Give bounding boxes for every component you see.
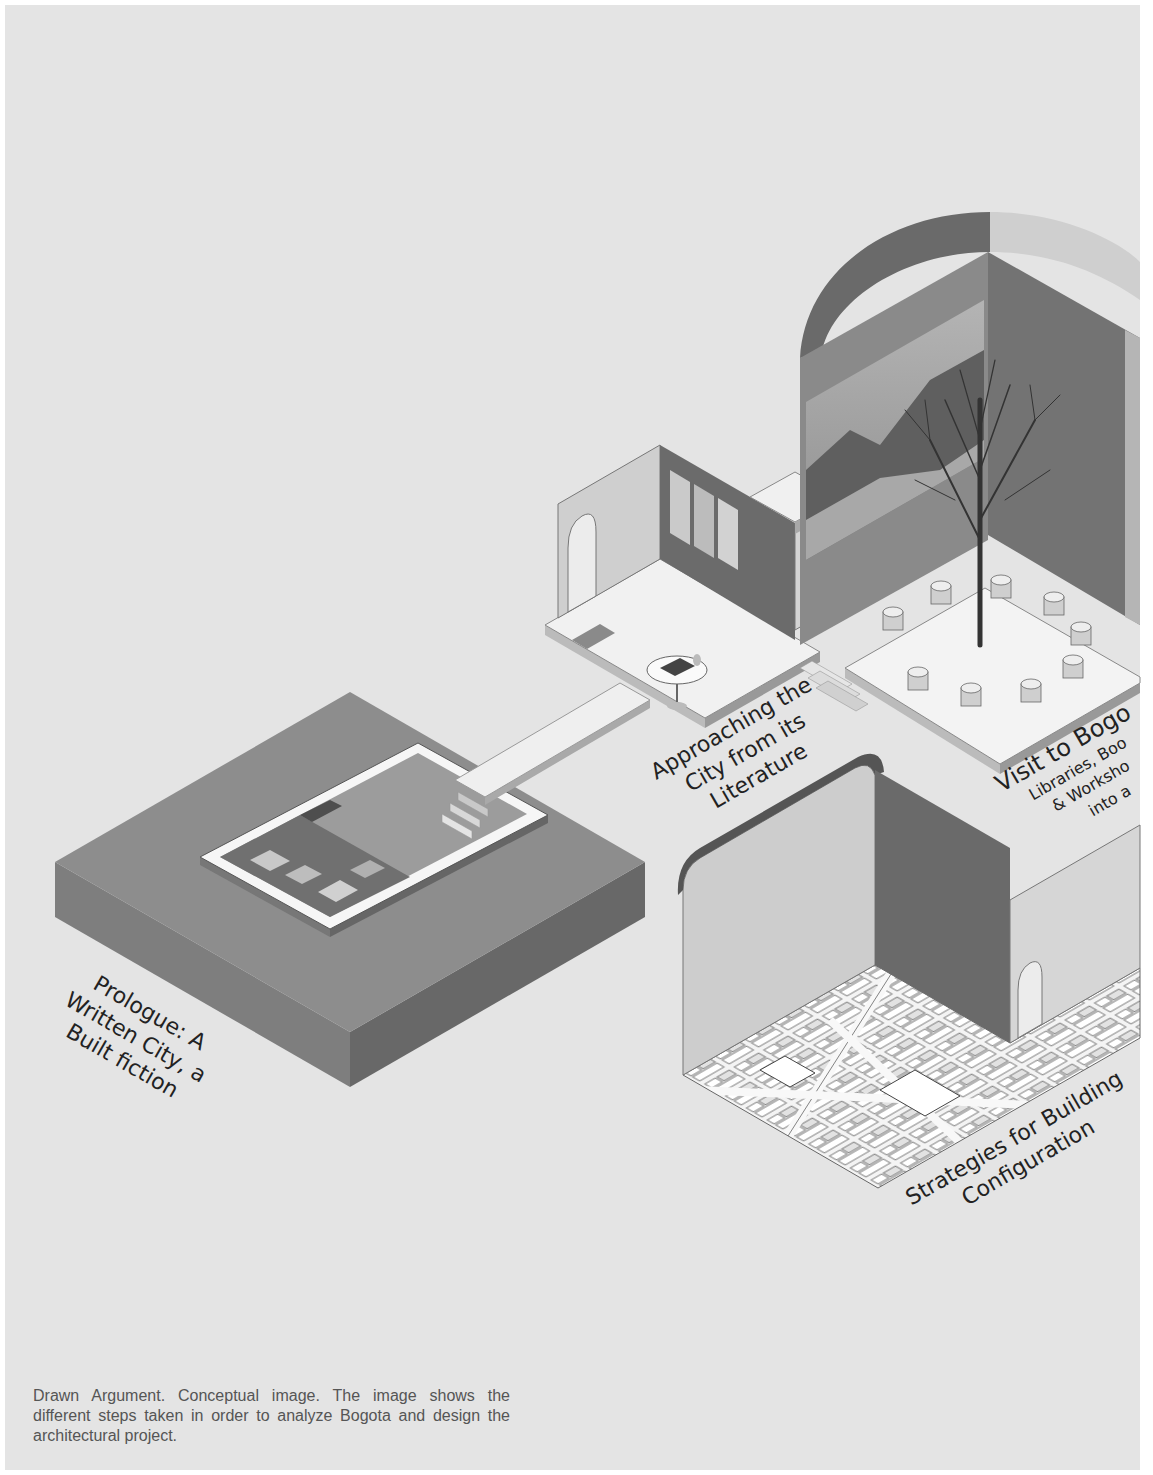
illustration-part — [883, 607, 903, 617]
illustration-part — [660, 658, 695, 676]
illustration-part — [693, 654, 701, 666]
illustration-part — [558, 445, 660, 618]
illustration-part — [220, 815, 410, 917]
illustration-part — [931, 581, 951, 591]
illustration-part — [660, 445, 795, 640]
illustration-part — [800, 252, 988, 645]
illustration-part — [806, 300, 984, 560]
illustration-part — [1035, 395, 1060, 420]
illustration-part — [1125, 330, 1140, 625]
illustration-part — [442, 683, 650, 839]
illustration-part — [980, 420, 1035, 520]
illustration-part — [5, 5, 1140, 1470]
illustration-part — [1030, 385, 1035, 420]
illustration-part — [915, 480, 955, 500]
illustration-part — [978, 400, 983, 645]
illustration-part — [961, 683, 981, 693]
figure-caption: Drawn Argument. Conceptual image. The im… — [33, 1386, 510, 1446]
illustration-part — [442, 814, 472, 839]
illustration-part — [980, 385, 1010, 470]
illustration-part — [1021, 679, 1041, 689]
illustration-part — [667, 702, 687, 710]
illustration-part — [905, 410, 930, 440]
illustration-part — [806, 350, 984, 560]
illustration-part — [806, 440, 984, 560]
illustration-part — [676, 682, 678, 705]
illustration-part — [670, 470, 690, 545]
illustration-part — [800, 212, 1140, 774]
illustration-part — [1018, 962, 1042, 1038]
illustration-part — [945, 400, 980, 480]
illustration-part — [694, 484, 714, 558]
illustration-part — [318, 880, 358, 902]
illustration-part — [718, 498, 738, 570]
illustration-part — [455, 683, 650, 797]
illustration-part — [908, 667, 928, 677]
illustration-part — [1044, 592, 1064, 602]
illustration-part — [250, 850, 290, 871]
illustration-part — [988, 252, 1140, 625]
illustration-part — [1063, 655, 1083, 665]
illustration-part — [1005, 470, 1050, 500]
illustration-part — [925, 400, 930, 440]
illustration-part — [568, 514, 596, 612]
illustration-part — [1010, 825, 1140, 1043]
illustration-part — [875, 770, 1010, 1043]
illustration-part — [572, 624, 615, 649]
illustration-part — [1071, 622, 1091, 632]
illustration-part — [350, 860, 385, 878]
illustration-part — [880, 1070, 960, 1116]
illustration-part — [960, 370, 980, 440]
illustration-part — [883, 575, 1091, 706]
illustration-part — [991, 575, 1011, 585]
illustration-part — [760, 1056, 815, 1087]
illustration-part — [930, 440, 980, 540]
illustration-part — [980, 360, 995, 430]
illustration-part — [285, 865, 322, 884]
illustration-part — [905, 360, 1060, 645]
illustration-part — [300, 800, 342, 822]
